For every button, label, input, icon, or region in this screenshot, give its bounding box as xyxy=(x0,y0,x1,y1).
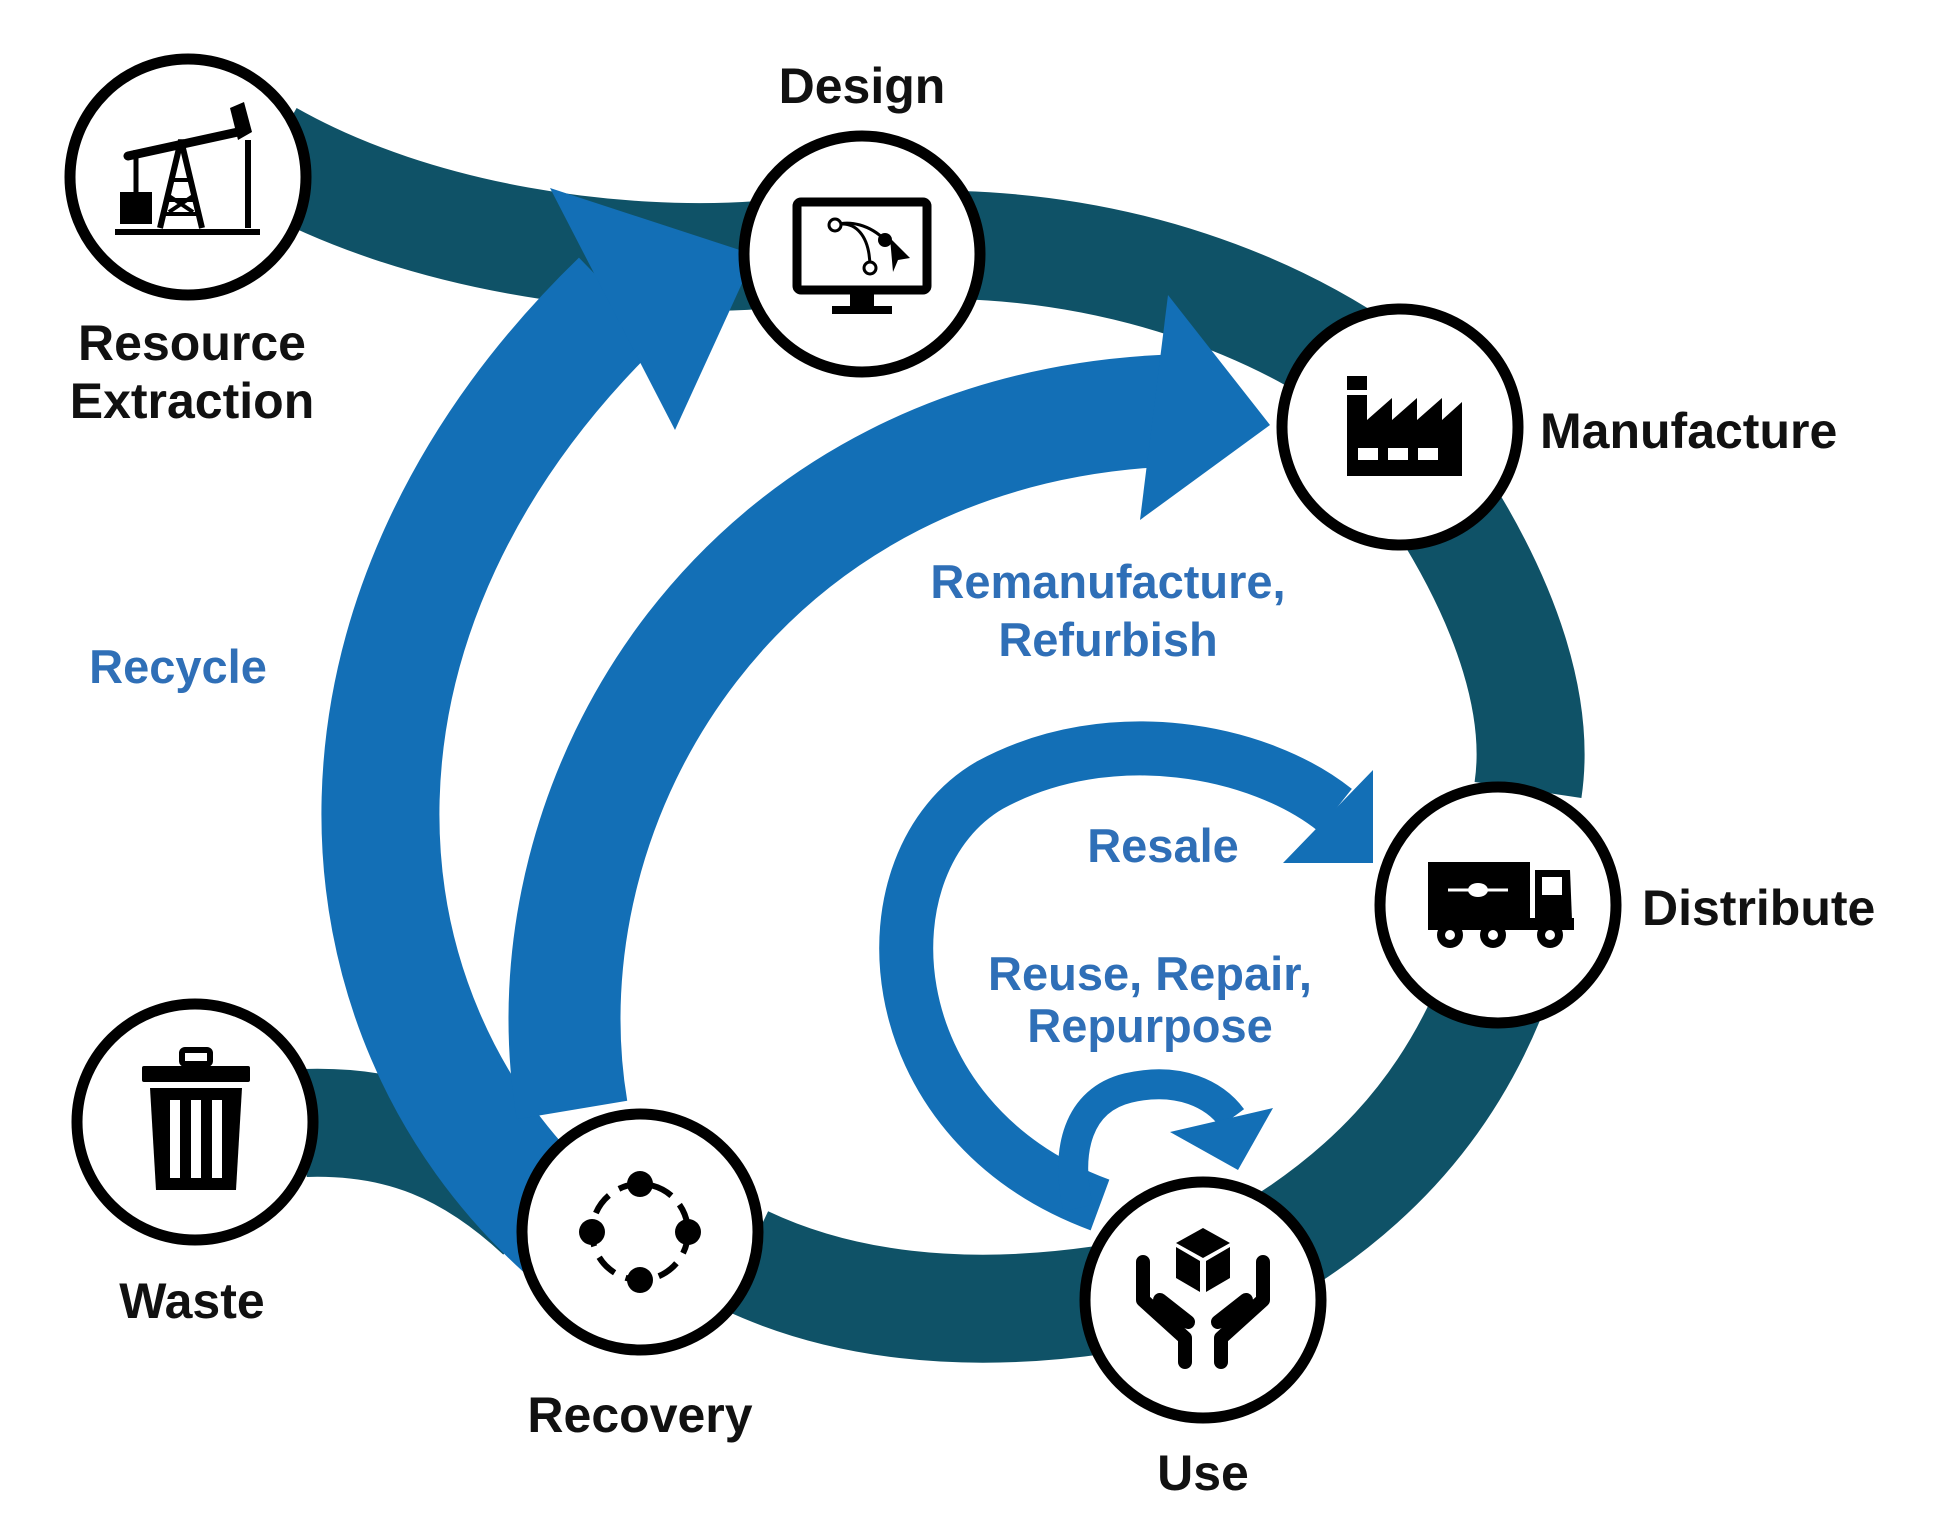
reuse-label-line2: Repurpose xyxy=(1027,999,1273,1052)
design-circle xyxy=(738,130,986,378)
manufacture-label: Manufacture xyxy=(1540,403,1837,459)
use-to-recovery-band xyxy=(721,1210,1108,1363)
resale-label: Resale xyxy=(1087,819,1239,872)
resource-extraction-label-line1: Resource xyxy=(78,315,306,371)
resource-extraction-label-line2: Extraction xyxy=(70,373,315,429)
design-label: Design xyxy=(779,58,946,114)
recovery-label: Recovery xyxy=(527,1387,752,1443)
truck-icon xyxy=(1428,862,1574,948)
remanufacture-arrowhead xyxy=(1140,295,1270,520)
node-waste xyxy=(71,998,319,1246)
recycle-label: Recycle xyxy=(89,640,267,693)
trash-can-icon xyxy=(142,1047,250,1190)
waste-label: Waste xyxy=(119,1273,264,1329)
node-manufacture xyxy=(1276,303,1524,551)
use-label: Use xyxy=(1157,1445,1249,1501)
oil-pump-icon xyxy=(115,102,260,235)
remanufacture-label-line1: Remanufacture, xyxy=(930,555,1285,608)
distribute-to-use-band xyxy=(1241,978,1540,1297)
node-design xyxy=(738,130,986,378)
distribute-label: Distribute xyxy=(1642,880,1875,936)
manufacture-to-distribute-band xyxy=(1394,471,1585,798)
use-circle xyxy=(1079,1176,1327,1424)
node-use xyxy=(1079,1176,1327,1424)
factory-icon xyxy=(1347,376,1462,476)
node-distribute xyxy=(1374,781,1622,1029)
reuse-arrow-body xyxy=(1058,1069,1245,1212)
resale-arrowhead xyxy=(1283,770,1373,863)
hands-box-icon xyxy=(1136,1228,1270,1369)
recovery-circle xyxy=(516,1108,764,1356)
remanufacture-label-line2: Refurbish xyxy=(998,613,1217,666)
node-recovery xyxy=(516,1108,764,1356)
recycle-arrowhead xyxy=(550,188,755,430)
inner-arrows xyxy=(321,188,1373,1274)
recycle-arrow-body xyxy=(321,257,662,1274)
resale-arrow-body xyxy=(879,721,1352,1231)
node-resource-extraction xyxy=(64,53,312,301)
remanufacture-arrow-body xyxy=(508,354,1187,1120)
reuse-label-line1: Reuse, Repair, xyxy=(988,947,1312,1000)
reuse-arrowhead xyxy=(1170,1108,1273,1170)
monitor-design-icon xyxy=(792,197,932,314)
cycle-dots-icon xyxy=(579,1171,701,1293)
